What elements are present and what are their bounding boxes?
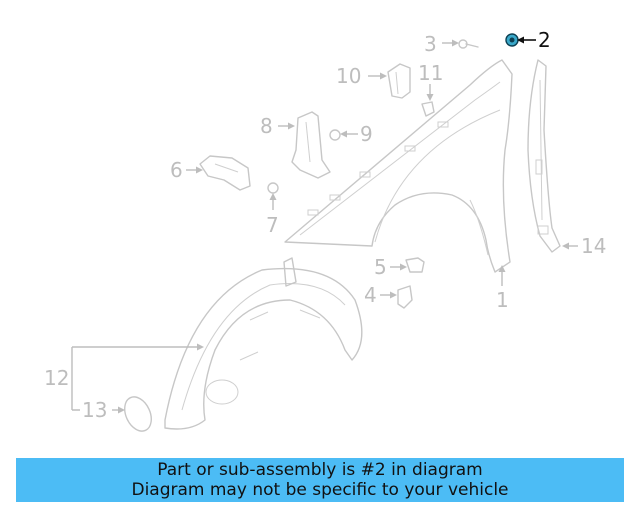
clip-11-part [421,101,435,117]
banner-part-line: Part or sub-assembly is #2 in diagram [157,460,483,480]
fender-part [284,59,513,273]
callout-1-label: 1 [496,288,509,312]
side-bracket-part [527,59,561,253]
callout-12-label: 12 [44,366,69,390]
callout-4-label: 4 [364,283,377,307]
clip-7-part [267,182,279,194]
callout-2-label: 2 [538,28,551,52]
parts-diagram: 2 3 10 11 8 9 6 7 5 4 1 14 12 13 [44,28,606,432]
fender-liner-part [164,257,363,430]
bracket-10-part [387,63,411,99]
callout-8-label: 8 [260,114,273,138]
callout-13-label: 13 [82,398,107,422]
fastener-3-part [458,39,479,49]
cover-13-part [124,396,152,432]
callout-3-label: 3 [424,32,437,56]
info-banner: Part or sub-assembly is #2 in diagram Di… [16,458,624,502]
bracket-8-part [291,111,331,179]
bracket-6-part [199,155,251,191]
banner-disclaimer-line: Diagram may not be specific to your vehi… [131,480,509,500]
retainer-4-part [397,285,413,309]
clip-2-highlighted-part [505,33,519,47]
callout-5-label: 5 [374,255,387,279]
clip-5-part [405,257,425,273]
callout-11-label: 11 [418,61,443,85]
clip-9-part [329,129,341,141]
callout-9-label: 9 [360,122,373,146]
callout-6-label: 6 [170,158,183,182]
callout-14-label: 14 [581,234,606,258]
callout-7-label: 7 [266,213,279,237]
callout-10-label: 10 [336,64,361,88]
